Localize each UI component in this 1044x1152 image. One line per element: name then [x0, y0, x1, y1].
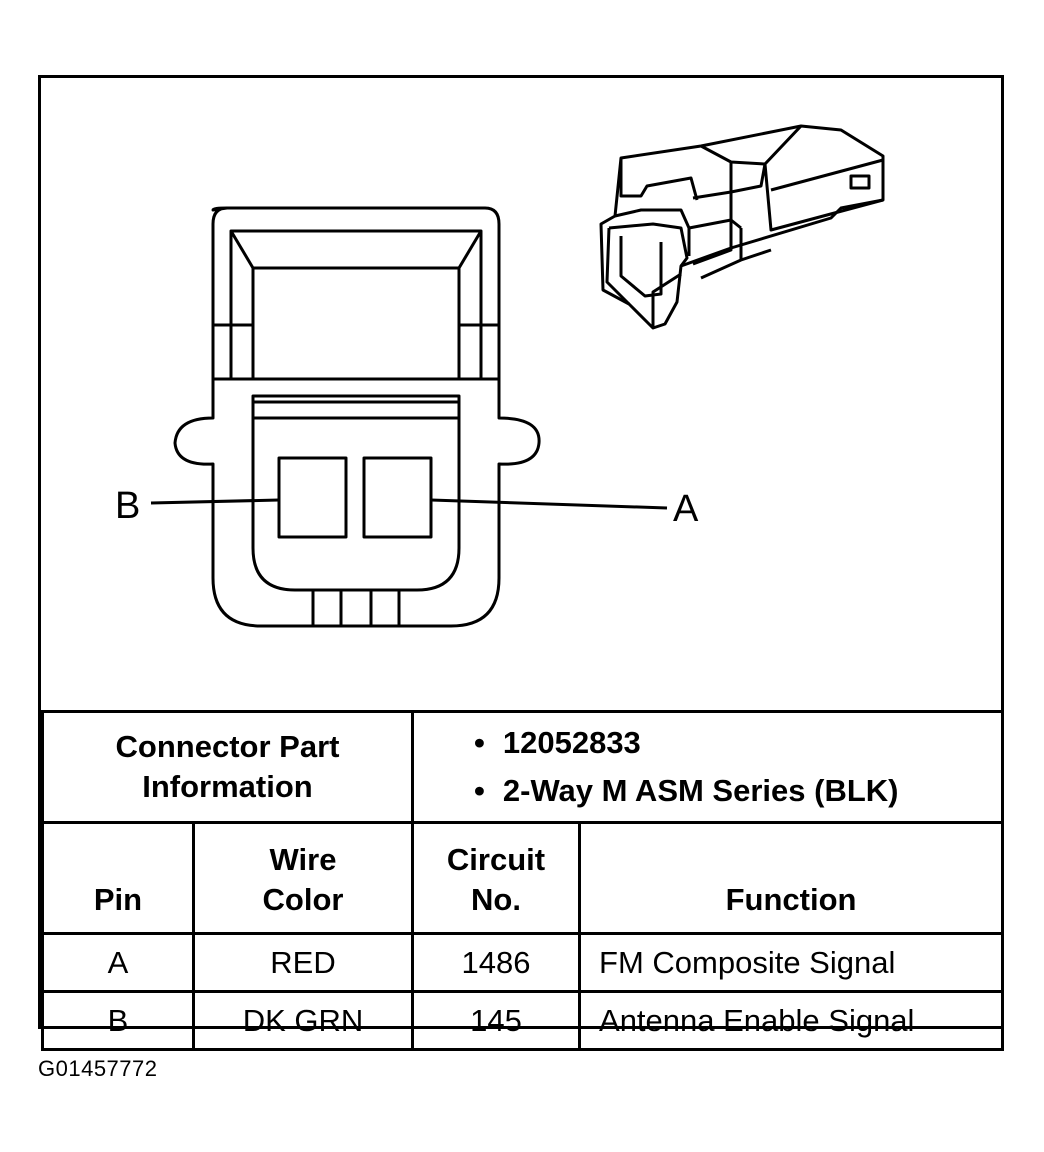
- connector-info-details: 12052833 2-Way M ASM Series (BLK): [411, 710, 1005, 824]
- cell-wire-color: DK GRN: [191, 990, 415, 1051]
- terminal-cavity: [251, 418, 461, 592]
- cell-wire-color: RED: [191, 932, 415, 993]
- header-circuit-label-line1: Circuit: [446, 842, 546, 877]
- header-wire-label-line2: Color: [262, 882, 344, 917]
- latch-recess: [229, 229, 483, 381]
- header-circuit: Circuit No.: [411, 821, 582, 935]
- cell-circuit: 1486: [411, 932, 582, 993]
- table-header-row: Pin Wire Color Circuit No. Function: [41, 821, 1005, 935]
- cell-function: Antenna Enable Signal: [578, 990, 1005, 1051]
- callout-leader-b: [150, 498, 280, 505]
- connector-series: 2-Way M ASM Series (BLK): [474, 767, 1001, 815]
- header-pin: Pin: [41, 821, 195, 935]
- connector-face-outline: [173, 206, 541, 628]
- cell-function: FM Composite Signal: [578, 932, 1005, 993]
- callout-leader-a: [430, 498, 668, 510]
- cell-circuit: 145: [411, 990, 582, 1051]
- connector-info-label-line2: Information: [142, 769, 313, 804]
- header-function-label: Function: [725, 882, 857, 917]
- cell-pin: A: [41, 932, 195, 993]
- terminal-a: [362, 456, 433, 539]
- connector-info-row: Connector Part Information 12052833 2-Wa…: [40, 710, 1005, 824]
- header-function: Function: [578, 821, 1005, 935]
- header-pin-label: Pin: [93, 882, 143, 917]
- connector-figure-frame: B A Connector Par: [38, 75, 1005, 1051]
- connector-table: Connector Part Information 12052833 2-Wa…: [40, 710, 1005, 1051]
- table-row: A RED 1486 FM Composite Signal: [41, 932, 1005, 993]
- cell-pin: B: [41, 990, 195, 1051]
- header-circuit-label-line2: No.: [471, 882, 521, 917]
- part-number: 12052833: [474, 719, 1001, 767]
- terminal-b: [277, 456, 348, 539]
- lock-band: [251, 394, 461, 420]
- connector-info-label-line1: Connector Part: [115, 729, 340, 764]
- table-row: B DK GRN 145 Antenna Enable Signal: [41, 990, 1005, 1051]
- callout-label-a: A: [673, 488, 699, 530]
- connector-isometric-view: [599, 124, 885, 330]
- figure-id: G01457772: [38, 1056, 158, 1081]
- connector-drawing: B A: [115, 124, 885, 628]
- connector-info-label: Connector Part Information: [40, 710, 415, 824]
- header-wire-label-line1: Wire: [269, 842, 337, 877]
- callout-label-b: B: [115, 485, 140, 527]
- header-wire-color: Wire Color: [191, 821, 415, 935]
